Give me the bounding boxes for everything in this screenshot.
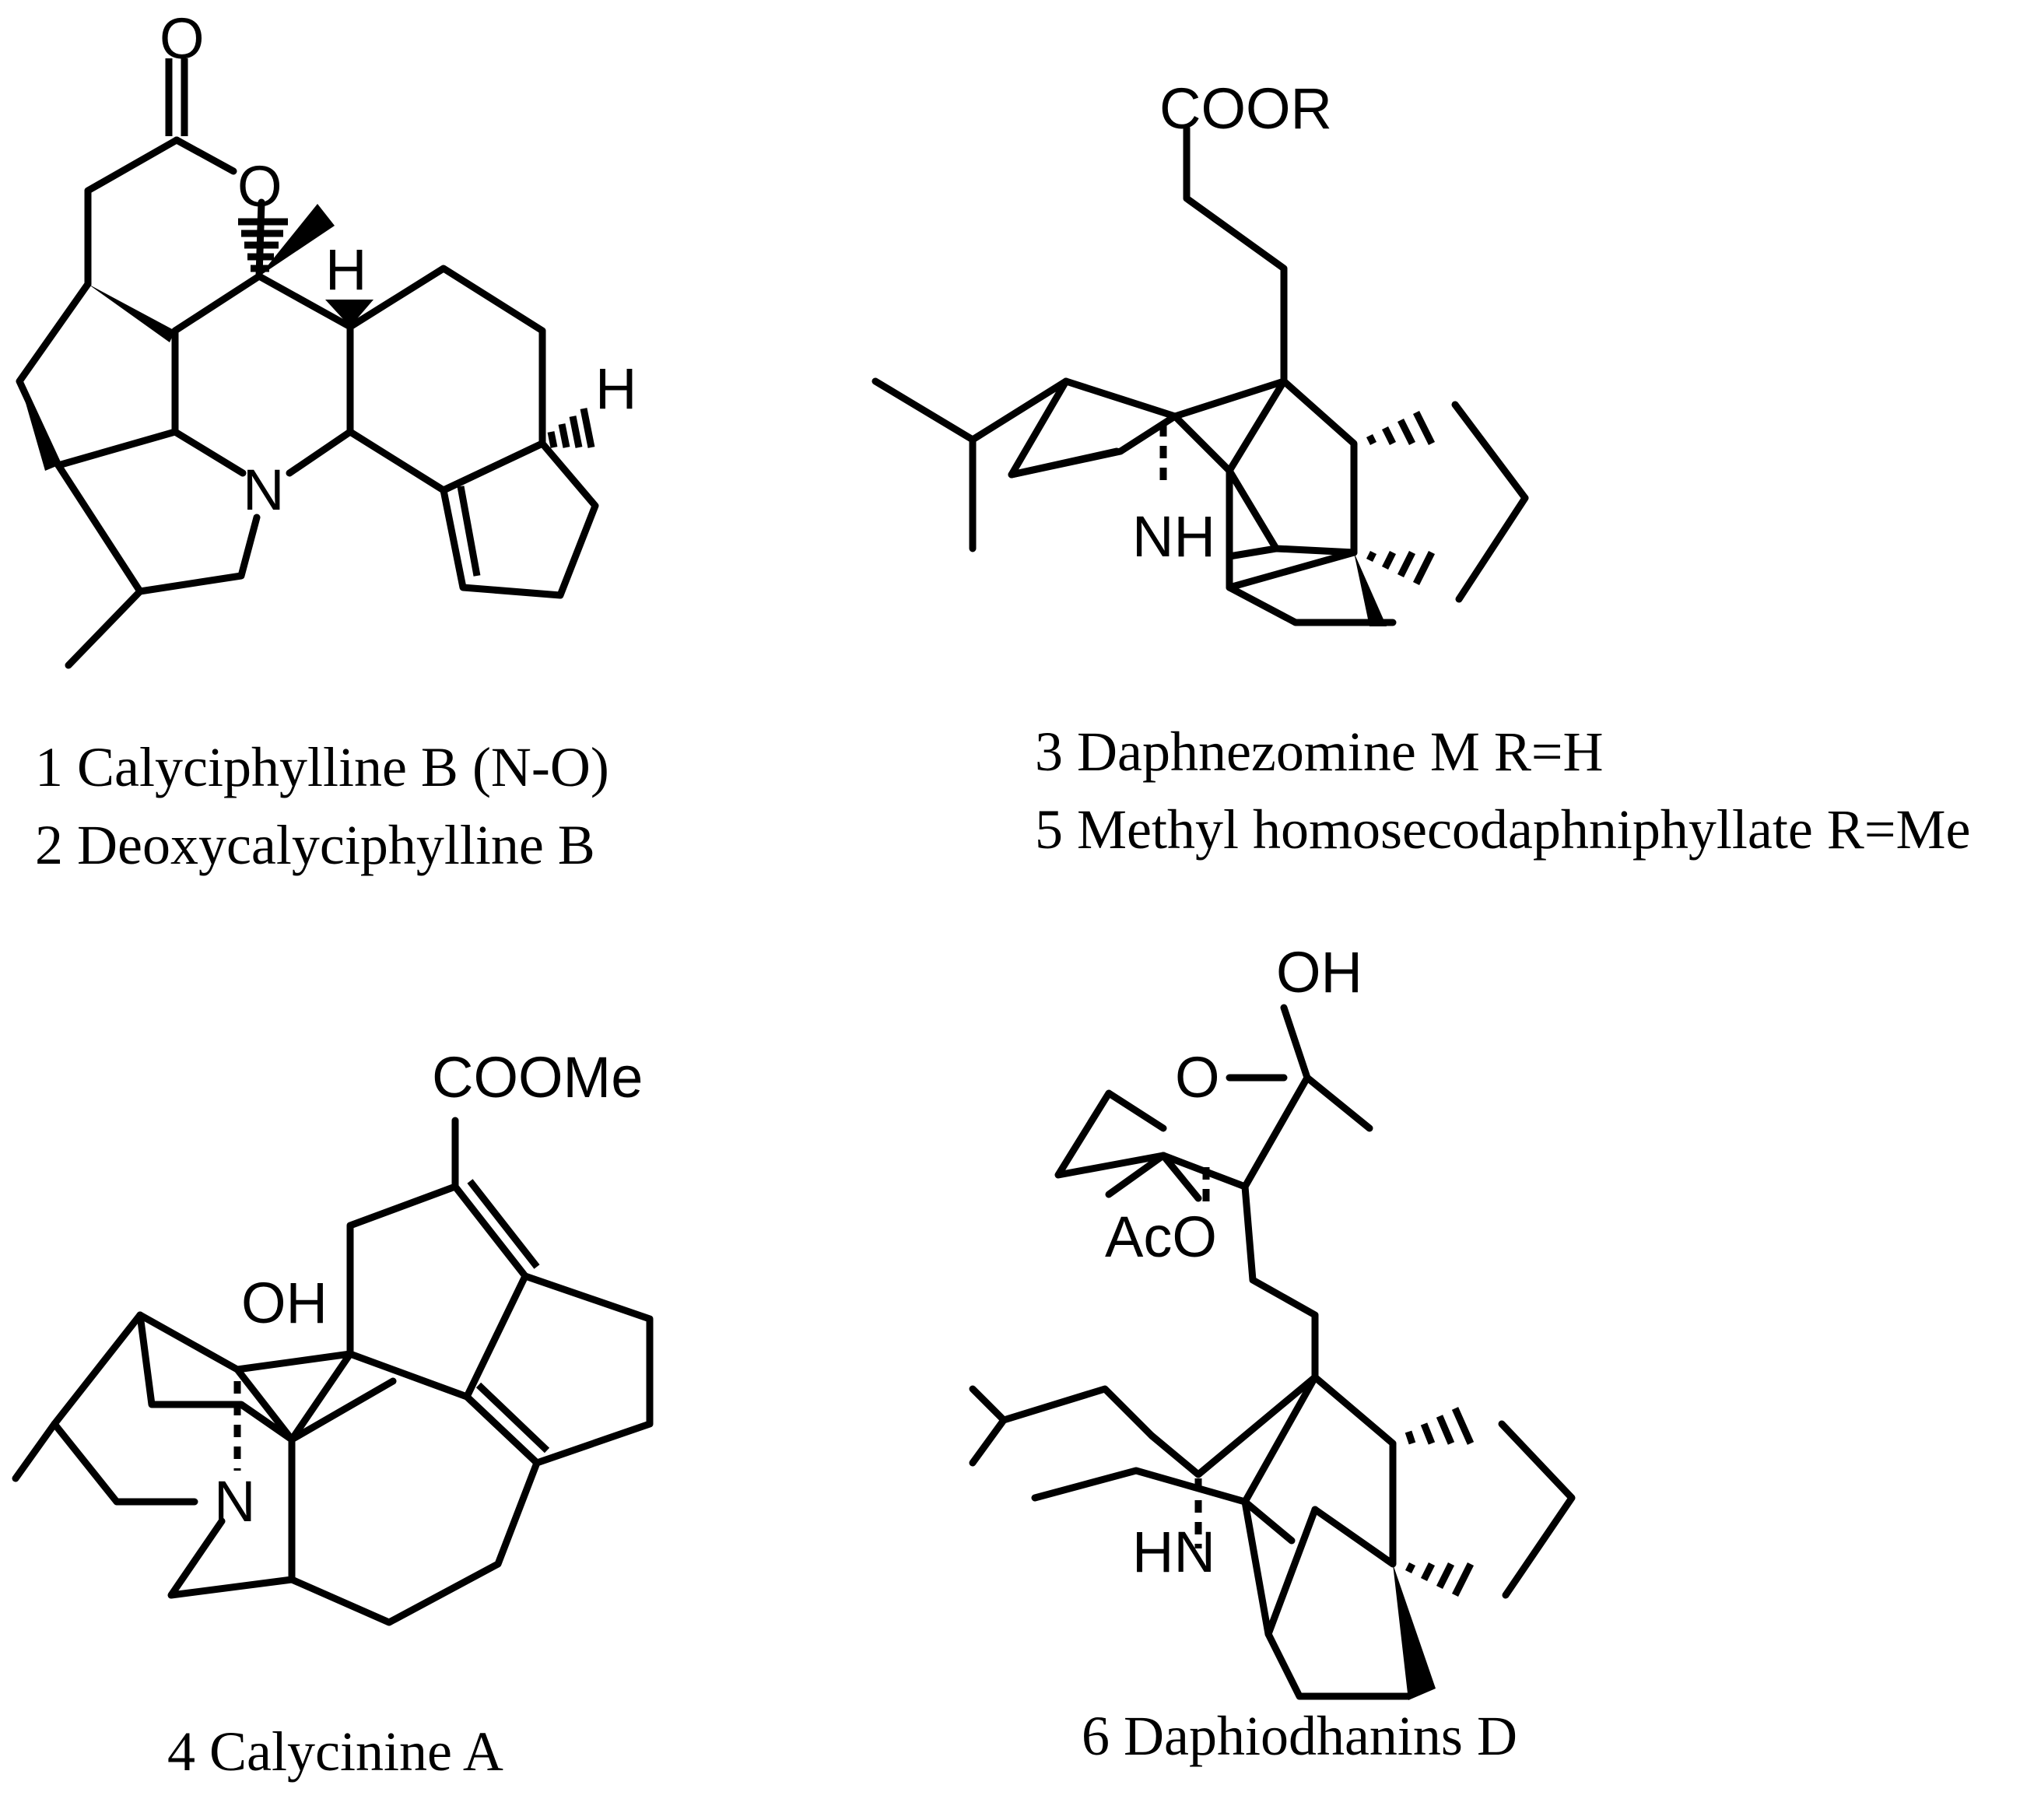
hydrogen-label: H — [325, 237, 366, 302]
compound-caption: 4 Calycinine A — [167, 1720, 503, 1783]
carbonyl-oxygen-label: O — [160, 6, 205, 71]
structure-calyciphylline-b: O O H H N — [16, 6, 637, 669]
compound-caption: 3 Daphnezomine M R=H — [1035, 721, 1603, 783]
amine-label: NH — [1132, 504, 1215, 569]
hydroxyl-label: OH — [241, 1271, 328, 1335]
hydrogen-label: H — [595, 356, 637, 421]
ring-oxygen-label: O — [1175, 1045, 1220, 1110]
hydroxyl-label: OH — [1276, 940, 1362, 1005]
compound-caption: 2 Deoxycalyciphylline B — [35, 814, 595, 876]
structure-daphiodhanins-d: OH O AcO HN — [969, 940, 1576, 1700]
structure-calycinine-a: COOMe OH N — [12, 1045, 654, 1626]
compound-caption: 6 Daphiodhanins D — [1082, 1705, 1517, 1767]
compound-caption: 1 Calyciphylline B (N-O) — [35, 736, 609, 798]
nitrogen-label: N — [243, 458, 284, 522]
ester-group-label: COOMe — [432, 1045, 643, 1110]
compound-caption: 5 Methyl homosecodaphniphyllate R=Me — [1035, 798, 1970, 861]
acetoxy-label: AcO — [1105, 1205, 1217, 1269]
ring-oxygen-label: O — [237, 154, 282, 219]
nitrogen-label: N — [214, 1469, 255, 1534]
structure-daphnezomine-m: COOR NH — [871, 76, 1529, 626]
amine-label: HN — [1132, 1520, 1215, 1584]
ester-group-label: COOR — [1159, 76, 1332, 141]
